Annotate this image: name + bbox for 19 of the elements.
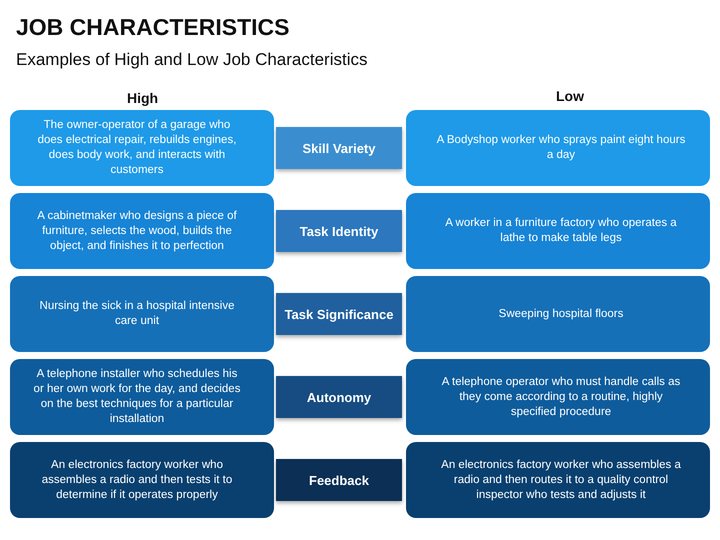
example-box: A telephone operator who must handle calls as they come according to a routine, highly specified procedure bbox=[406, 359, 710, 435]
example-box: Sweeping hospital floors bbox=[406, 276, 710, 352]
category-tab: Task Significance bbox=[276, 293, 402, 335]
example-box: A telephone installer who schedules his or her own work for the day, and decides on the best techniques for a particular installation bbox=[10, 359, 274, 435]
example-box: A Bodyshop worker who sprays paint eight hours a day bbox=[406, 110, 710, 186]
category-tab: Autonomy bbox=[276, 376, 402, 418]
example-box: A cabinetmaker who designs a piece of furniture, selects the wood, builds the object, and finishes it to perfection bbox=[10, 193, 274, 269]
example-box: An electronics factory worker who assembles a radio and then routes it to a quality control inspector who tests and adjusts it bbox=[406, 442, 710, 518]
example-box: Nursing the sick in a hospital intensive care unit bbox=[10, 276, 274, 352]
example-box: An electronics factory worker who assembles a radio and then tests it to determine if it operates properly bbox=[10, 442, 274, 518]
column-heading: Low bbox=[556, 88, 584, 104]
category-tab: Skill Variety bbox=[276, 127, 402, 169]
subtitle: Examples of High and Low Job Characteristics bbox=[16, 50, 368, 70]
example-box: The owner-operator of a garage who does electrical repair, rebuilds engines, does body work, and interacts with customers bbox=[10, 110, 274, 186]
category-tab: Feedback bbox=[276, 459, 402, 501]
category-tab: Task Identity bbox=[276, 210, 402, 252]
title: JOB CHARACTERISTICS bbox=[16, 14, 290, 41]
column-heading: High bbox=[127, 90, 158, 106]
example-box: A worker in a furniture factory who operates a lathe to make table legs bbox=[406, 193, 710, 269]
